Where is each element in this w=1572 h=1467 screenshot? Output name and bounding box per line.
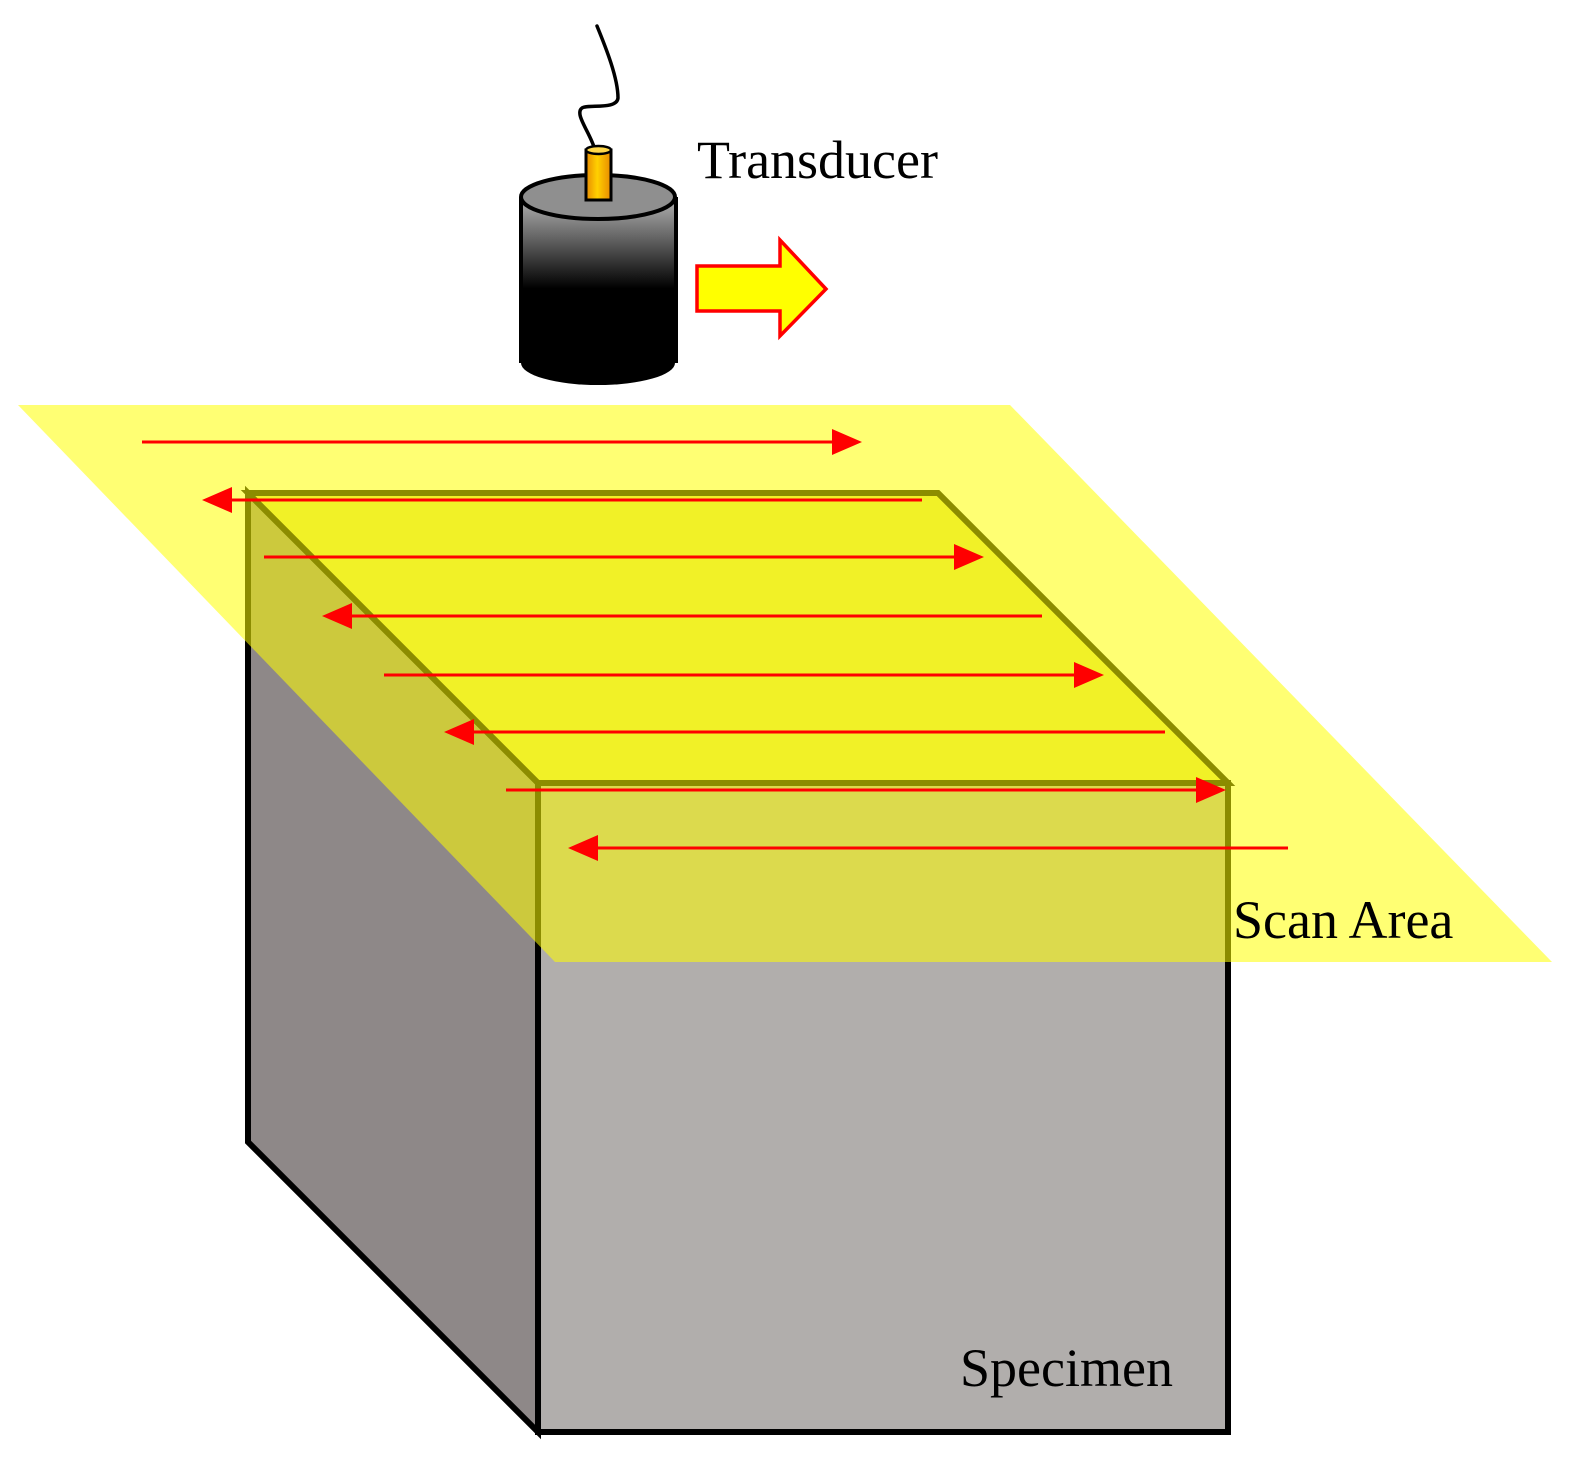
scan-arrow	[506, 777, 1226, 803]
specimen-label: Specimen	[960, 1338, 1173, 1398]
transducer-bottom	[521, 341, 675, 385]
transducer-label: Transducer	[697, 130, 938, 190]
connector	[584, 148, 613, 202]
cable	[578, 24, 620, 152]
scan-arrow	[322, 603, 1042, 629]
scan-arrow	[264, 544, 984, 570]
transducer-body	[521, 197, 676, 363]
scan-arrow	[568, 835, 1288, 861]
right-arrow-icon	[695, 235, 829, 341]
scan-arrow	[202, 487, 922, 513]
scan-arrow	[142, 429, 862, 455]
scan-path	[142, 429, 1288, 861]
transducer-icon	[519, 24, 678, 385]
scan-arrow	[384, 662, 1104, 688]
scan-area-label: Scan Area	[1233, 890, 1453, 950]
scan-arrow	[444, 719, 1165, 745]
scan-area-plane	[18, 405, 1552, 962]
